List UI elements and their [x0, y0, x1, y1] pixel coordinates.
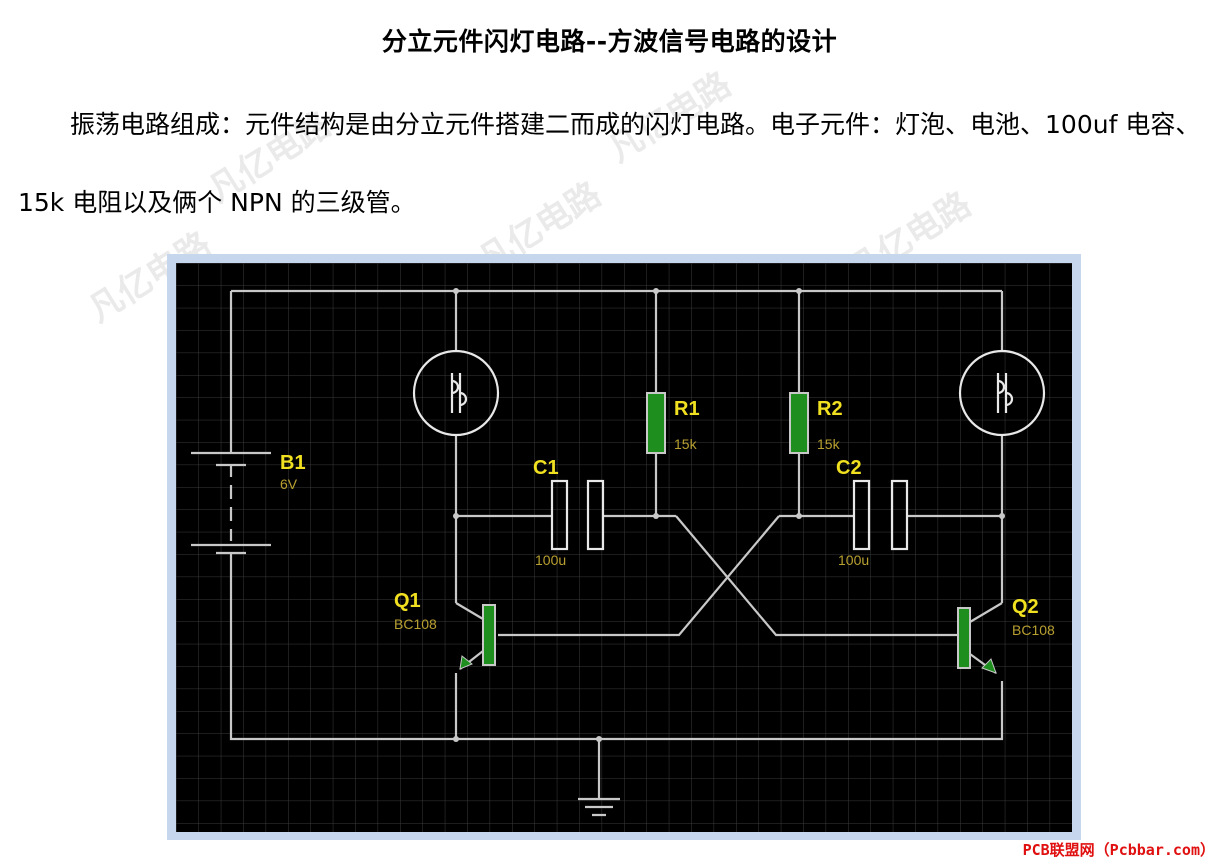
- capacitor-c2: [852, 479, 909, 551]
- wire-cross-r2-q1: [498, 515, 780, 637]
- capacitor-c1: [550, 479, 605, 551]
- label-r1: R1: [674, 398, 700, 420]
- label-q2: Q2: [1012, 596, 1039, 618]
- value-q2: BC108: [1012, 622, 1055, 638]
- label-q1: Q1: [394, 590, 421, 612]
- wire-cross-r1-q2: [675, 515, 958, 637]
- circuit-diagram: B1 6V R1 15k R2 15k C1 100u C2 100u Q1 B…: [176, 263, 1072, 832]
- wire-left-rail: [229, 291, 1004, 741]
- value-c1: 100u: [535, 552, 566, 568]
- lamp-2: [958, 349, 1046, 437]
- wires: [229, 289, 1004, 817]
- document-title: 分立元件闪灯电路--方波信号电路的设计: [381, 27, 838, 56]
- value-r2: 15k: [817, 436, 841, 452]
- ground-symbol: [578, 797, 620, 817]
- value-c2: 100u: [838, 552, 869, 568]
- circuit-diagram-frame: B1 6V R1 15k R2 15k C1 100u C2 100u Q1 B…: [167, 254, 1081, 840]
- resistor-r2: [789, 392, 809, 454]
- battery-b1: [191, 451, 271, 555]
- label-r2: R2: [817, 398, 843, 420]
- document-paragraph: 振荡电路组成：元件结构是由分立元件搭建二而成的闪灯电路。电子元件：灯泡、电池、1…: [18, 110, 1201, 217]
- label-c1: C1: [533, 457, 559, 479]
- value-r1: 15k: [674, 436, 698, 452]
- label-b1: B1: [280, 452, 306, 474]
- transistor-q1: [455, 602, 496, 670]
- resistor-r1: [646, 392, 666, 454]
- circuit-grid: [176, 263, 1072, 832]
- source-tag: PCB联盟网（Pcbbar.com）: [1022, 841, 1215, 859]
- transistor-q2: [957, 602, 1003, 674]
- value-q1: BC108: [394, 616, 437, 632]
- value-b1: 6V: [280, 476, 298, 492]
- junctions: [453, 288, 1005, 742]
- lamp-1: [412, 349, 500, 437]
- label-c2: C2: [836, 457, 862, 479]
